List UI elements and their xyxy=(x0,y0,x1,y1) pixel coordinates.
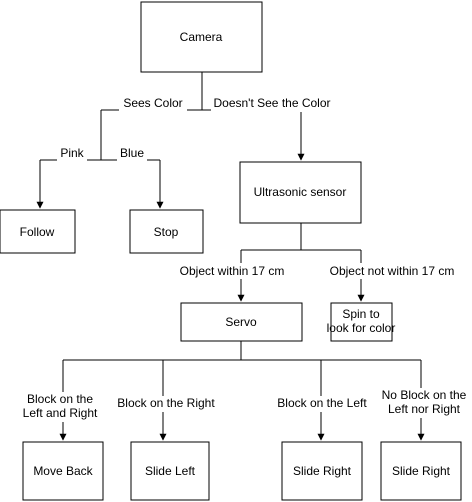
node-spin xyxy=(330,302,393,342)
node-slide-left xyxy=(130,441,210,501)
edge-label-block-left-right-line-1: Block on the xyxy=(27,392,93,406)
slide-right-1-label: Slide Right xyxy=(293,464,352,478)
edge-label-sees-color: Sees Color xyxy=(123,96,182,110)
edge-label-block-left: Block on the Left xyxy=(277,396,367,410)
edge-label-block-left-right-line-2: Left and Right xyxy=(23,406,98,420)
camera-label: Camera xyxy=(180,30,223,44)
node-slide-right-1 xyxy=(281,441,363,501)
spin-label-line-2: look for color xyxy=(327,321,396,335)
servo-label: Servo xyxy=(225,315,257,329)
ultrasonic-label: Ultrasonic sensor xyxy=(254,185,347,199)
move-back-label: Move Back xyxy=(33,464,93,478)
edge-label-no-block-line-1: No Block on the xyxy=(382,388,467,402)
node-labels: Camera Follow Stop Ultrasonic sensor Ser… xyxy=(20,30,451,478)
spin-label-line-1: Spin to xyxy=(342,307,380,321)
node-follow xyxy=(0,209,76,254)
edge-labels: Sees Color Doesn't See the Color Pink Bl… xyxy=(23,96,467,420)
connectors xyxy=(36,72,425,441)
node-slide-right-2 xyxy=(380,441,462,501)
edge-label-object-not-within: Object not within 17 cm xyxy=(330,264,455,278)
node-stop xyxy=(129,209,204,254)
edge-label-backgrounds xyxy=(21,96,466,422)
edge-label-no-block-line-2: Left nor Right xyxy=(388,402,461,416)
stop-label: Stop xyxy=(154,225,179,239)
node-camera xyxy=(140,1,263,73)
node-ultrasonic xyxy=(239,161,362,224)
node-move-back xyxy=(22,441,104,501)
edge-label-block-right: Block on the Right xyxy=(117,396,215,410)
follow-label: Follow xyxy=(20,225,55,239)
nodes xyxy=(0,1,462,501)
edge-label-pink: Pink xyxy=(60,146,84,160)
node-servo xyxy=(180,302,303,342)
edge-label-doesnt-see: Doesn't See the Color xyxy=(213,96,330,110)
slide-left-label: Slide Left xyxy=(145,464,196,478)
slide-right-2-label: Slide Right xyxy=(392,464,451,478)
edge-label-blue: Blue xyxy=(120,146,144,160)
edge-label-object-within: Object within 17 cm xyxy=(180,264,285,278)
